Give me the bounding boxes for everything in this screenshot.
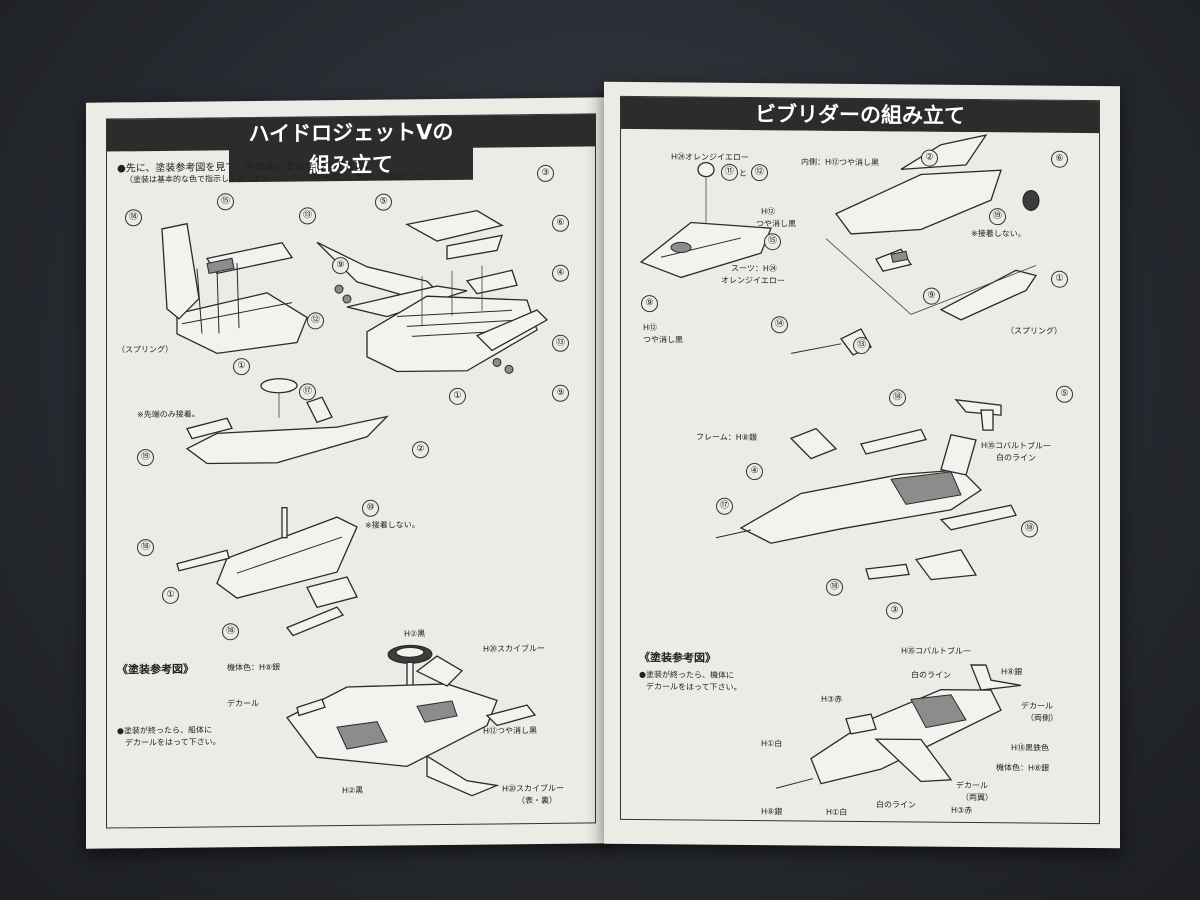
suit-color-label: オレンジイエロー <box>721 275 785 286</box>
part-number: ⑬ <box>552 334 569 352</box>
part-number: ⑮ <box>217 193 234 211</box>
both-sides-label-2: （両翼） <box>961 792 993 803</box>
decal-both-label-1: デカール <box>1021 701 1053 711</box>
part-number: ⑱ <box>1021 520 1038 538</box>
flat-black-label-1: つや消し黒 <box>756 219 796 229</box>
white-line-label-3: 白のライン <box>876 800 916 810</box>
cobalt-blue-label-2: H㉟コバルトブルー <box>901 646 972 656</box>
part-number: ⑨ <box>332 256 349 275</box>
paint-sky-blue: H⑳スカイブルー <box>483 643 546 654</box>
flat-black-label-2: つや消し黒 <box>643 335 683 345</box>
part-number: ④ <box>746 462 763 481</box>
decal-note-line2: デカールをはって下さい。 <box>125 737 221 748</box>
white-line-label: 白のライン <box>996 453 1036 463</box>
base-tray-drawing <box>161 222 308 355</box>
part-number: ⑫ <box>751 164 768 182</box>
cockpit-pod-drawing <box>639 161 772 279</box>
body-color-left: 機体色：H⑧銀 <box>227 662 281 673</box>
part-number: ⑥ <box>552 214 569 232</box>
part-number: ④ <box>552 264 569 282</box>
part-number: ⑱ <box>889 389 906 407</box>
part-number: ① <box>1051 270 1068 288</box>
red-label-2: H③赤 <box>951 805 973 815</box>
paint-black-bottom: H②黒 <box>342 785 364 796</box>
cobalt-blue-label: H㉟コバルトブルー <box>981 441 1052 451</box>
and-label: と <box>739 168 747 178</box>
part-number: ⑱ <box>137 539 154 557</box>
part-number: ⑰ <box>716 497 733 515</box>
part-number: ① <box>449 387 466 405</box>
paint-reference-title-right: 《塗装参考図》 <box>639 651 716 665</box>
part-number: ⑮ <box>764 233 781 251</box>
inner-flat-black-label: 内側：H⑫つや消し黒 <box>801 157 880 168</box>
both-sides-label-1: （両側） <box>1026 713 1058 723</box>
paint-black-top: H②黒 <box>404 629 426 639</box>
part-number: ③ <box>537 164 554 183</box>
white-label-2: H①白 <box>826 807 848 817</box>
part-number: ⑲ <box>989 208 1006 226</box>
h12-label-2: H⑫ <box>643 323 658 333</box>
decal-note-right-line2: デカールをはって下さい。 <box>646 682 742 692</box>
part-number: ⑩ <box>362 499 379 517</box>
silver-label-top: H⑧銀 <box>1001 667 1023 677</box>
left-assembly-illustrations <box>161 209 549 797</box>
part-number: ⑰ <box>299 383 316 401</box>
spring-label-left: （スプリング） <box>117 344 173 355</box>
part-number: ⑤ <box>1056 385 1073 403</box>
black-iron-label: H⑱黒鉄色 <box>1011 743 1050 753</box>
paint-sky-blue-2: H⑳スカイブルー <box>502 783 565 794</box>
spring-label-right: （スプリング） <box>1006 326 1062 336</box>
part-number: ③ <box>886 602 903 620</box>
part-number: ① <box>233 358 250 376</box>
white-label-1: H①白 <box>761 739 783 749</box>
white-line-label-2: 白のライン <box>911 670 951 680</box>
orange-yellow-label: H㉔オレンジイエロー <box>671 152 749 163</box>
no-glue-note-left: ※接着しない。 <box>365 520 420 530</box>
part-number: ① <box>162 586 179 604</box>
left-page: ハイドロジェットVの組み立て ●先に、塗装参考図を見て、各部品に塗装をして下さい… <box>86 97 610 849</box>
hydrojet-upper-hull-drawing <box>185 378 389 465</box>
decal-both-label-2: デカール <box>956 780 988 791</box>
front-back-label: （表・裏） <box>517 795 557 806</box>
part-number: ② <box>921 149 938 167</box>
part-number: ⑱ <box>826 578 843 596</box>
part-number: ⑲ <box>137 449 154 467</box>
part-number: ⑱ <box>125 209 142 227</box>
part-number: ⑨ <box>923 287 940 305</box>
left-page-frame: ハイドロジェットVの組み立て ●先に、塗装参考図を見て、各部品に塗装をして下さい… <box>106 113 596 829</box>
frame-silver-label: フレーム：H⑧銀 <box>696 432 757 443</box>
hydrojet-paint-reference-drawing <box>286 644 537 797</box>
part-number: ⑨ <box>552 384 569 402</box>
part-number: ⑪ <box>721 163 738 181</box>
no-glue-note-right: ※接着しない。 <box>971 228 1026 239</box>
part-number: ⑤ <box>375 193 392 211</box>
h12-label-1: H⑫ <box>761 207 776 217</box>
part-number: ⑫ <box>307 312 324 330</box>
part-number: ⑬ <box>853 336 870 355</box>
paint-flat-black: H⑫つや消し黒 <box>483 726 538 736</box>
hydrojet-lower-hull-drawing <box>176 506 358 637</box>
red-label-1: H③赤 <box>821 694 843 704</box>
right-page-frame: ビブリダーの組み立て <box>620 95 1100 825</box>
decal-label-left: デカール <box>227 698 259 709</box>
decal-note-line1: ●塗装が終ったら、船体に <box>117 725 212 736</box>
right-page: ビブリダーの組み立て <box>604 81 1120 849</box>
part-number: ② <box>412 441 429 459</box>
silver-label-bottom: H⑧銀 <box>761 807 783 817</box>
part-number: ⑭ <box>771 316 788 334</box>
pipleader-paint-reference-drawing <box>775 664 1022 789</box>
part-number: ⑥ <box>1051 150 1068 168</box>
decal-note-right-line1: ●塗装が終ったら、機体に <box>639 670 734 680</box>
pipleader-main-drawing <box>715 398 1017 581</box>
part-number: ⑨ <box>641 295 658 313</box>
part-number: ⑱ <box>222 623 239 641</box>
tip-only-glue-note: ※先端のみ接着。 <box>137 409 200 420</box>
part-number: ⑬ <box>299 207 316 225</box>
hydrojet-top-drawing <box>316 209 549 374</box>
body-color-right: 機体色：H⑧銀 <box>996 763 1050 773</box>
suit-label: スーツ：H㉔ <box>731 263 777 274</box>
paint-reference-title-left: 《塗装参考図》 <box>117 662 194 677</box>
